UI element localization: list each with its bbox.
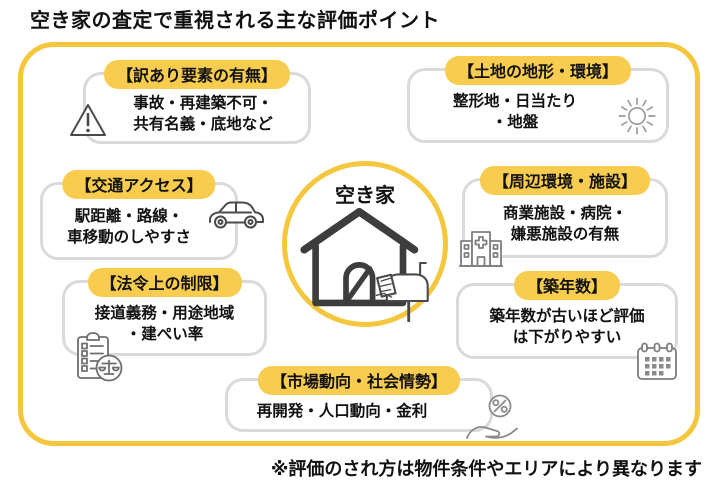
eval-box-surround-header: 【周辺環境・施設】 [479,166,651,195]
eval-box-land-header: 【土地の地形・環境】 [444,56,632,85]
eval-box-age-header: 【築年数】 [513,271,621,300]
text-line: ・建ぺい率 [125,325,204,343]
eval-box-defect: 【訳あり要素の有無】 事故・再建築不可・ 共有名義・底地など [70,60,311,144]
text-line: 築年数が古いほど評価 [489,307,645,326]
eval-box-defect-text: 事故・再建築不可・ 共有名義・底地など [86,75,308,141]
page-title: 空き家の査定で重視される主な評価ポイント [30,8,440,32]
text-line: 商業施設・病院・ [502,204,627,223]
text-line: 駅距離・路線・ [74,207,184,226]
eval-box-traffic: 【交通アクセス】 駅距離・路線・ 車移動のしやすさ [40,170,264,260]
eval-box-market-text: 再開発・人口動向・金利 [228,381,490,429]
warning-triangle-icon [70,104,106,136]
vacant-house-with-mailbox-icon [300,207,429,322]
text-line: 再開発・人口動向・金利 [256,402,428,421]
calendar-icon [637,342,677,380]
text-line: 車移動のしやすさ [67,228,191,246]
hand-percent-icon [466,394,518,439]
eval-box-legal-text: 接道義務・用途地域 ・建ぺい率 [65,283,264,353]
text-line: 整形地・日当たり [452,91,577,110]
clipboard-scales-icon [77,332,123,382]
text-line: は下がりやすい [512,328,622,346]
sun-icon [618,97,656,135]
eval-box-market-header: 【市場動向・社会情勢】 [257,366,461,395]
eval-box-traffic-header: 【交通アクセス】 [62,170,216,199]
text-line: 事故・再建築不可・ [133,94,273,113]
center-label: 空き家 [335,183,395,207]
eval-box-age: 【築年数】 築年数が古いほど評価 は下がりやすい [456,271,678,380]
eval-box-legal: 【法令上の制限】 接道義務・用途地域 ・建ぺい率 [62,268,267,382]
eval-box-surround-text: 商業施設・病院・ 嫌悪施設の有無 [465,181,665,255]
text-line: 嫌悪施設の有無 [510,225,620,243]
eval-box-surround: 【周辺環境・施設】 商業施設・病院・ 嫌悪施設の有無 [459,166,668,267]
eval-box-land: 【土地の地形・環境】 整形地・日当たり ・地盤 [407,56,669,143]
eval-box-legal-header: 【法令上の制限】 [87,268,242,297]
eval-box-defect-header: 【訳あり要素の有無】 [103,60,291,89]
center-circle: 空き家 [282,161,448,327]
eval-box-market: 【市場動向・社会情勢】 再開発・人口動向・金利 [225,366,518,439]
hospital-icon [459,231,503,267]
eval-box-age-text: 築年数が古いほど評価 は下がりやすい [459,286,675,356]
eval-box-land-text: 整形地・日当たり ・地盤 [410,71,666,140]
text-line: 接道義務・用途地域 [94,304,235,323]
car-icon [209,201,264,229]
text-line: ・地盤 [491,112,539,131]
footnote: ※評価のされ方は物件条件やエリアにより異なります [270,459,702,480]
eval-box-traffic-text: 駅距離・路線・ 車移動のしやすさ [43,185,235,257]
text-line: 共有名義・底地など [133,115,273,133]
